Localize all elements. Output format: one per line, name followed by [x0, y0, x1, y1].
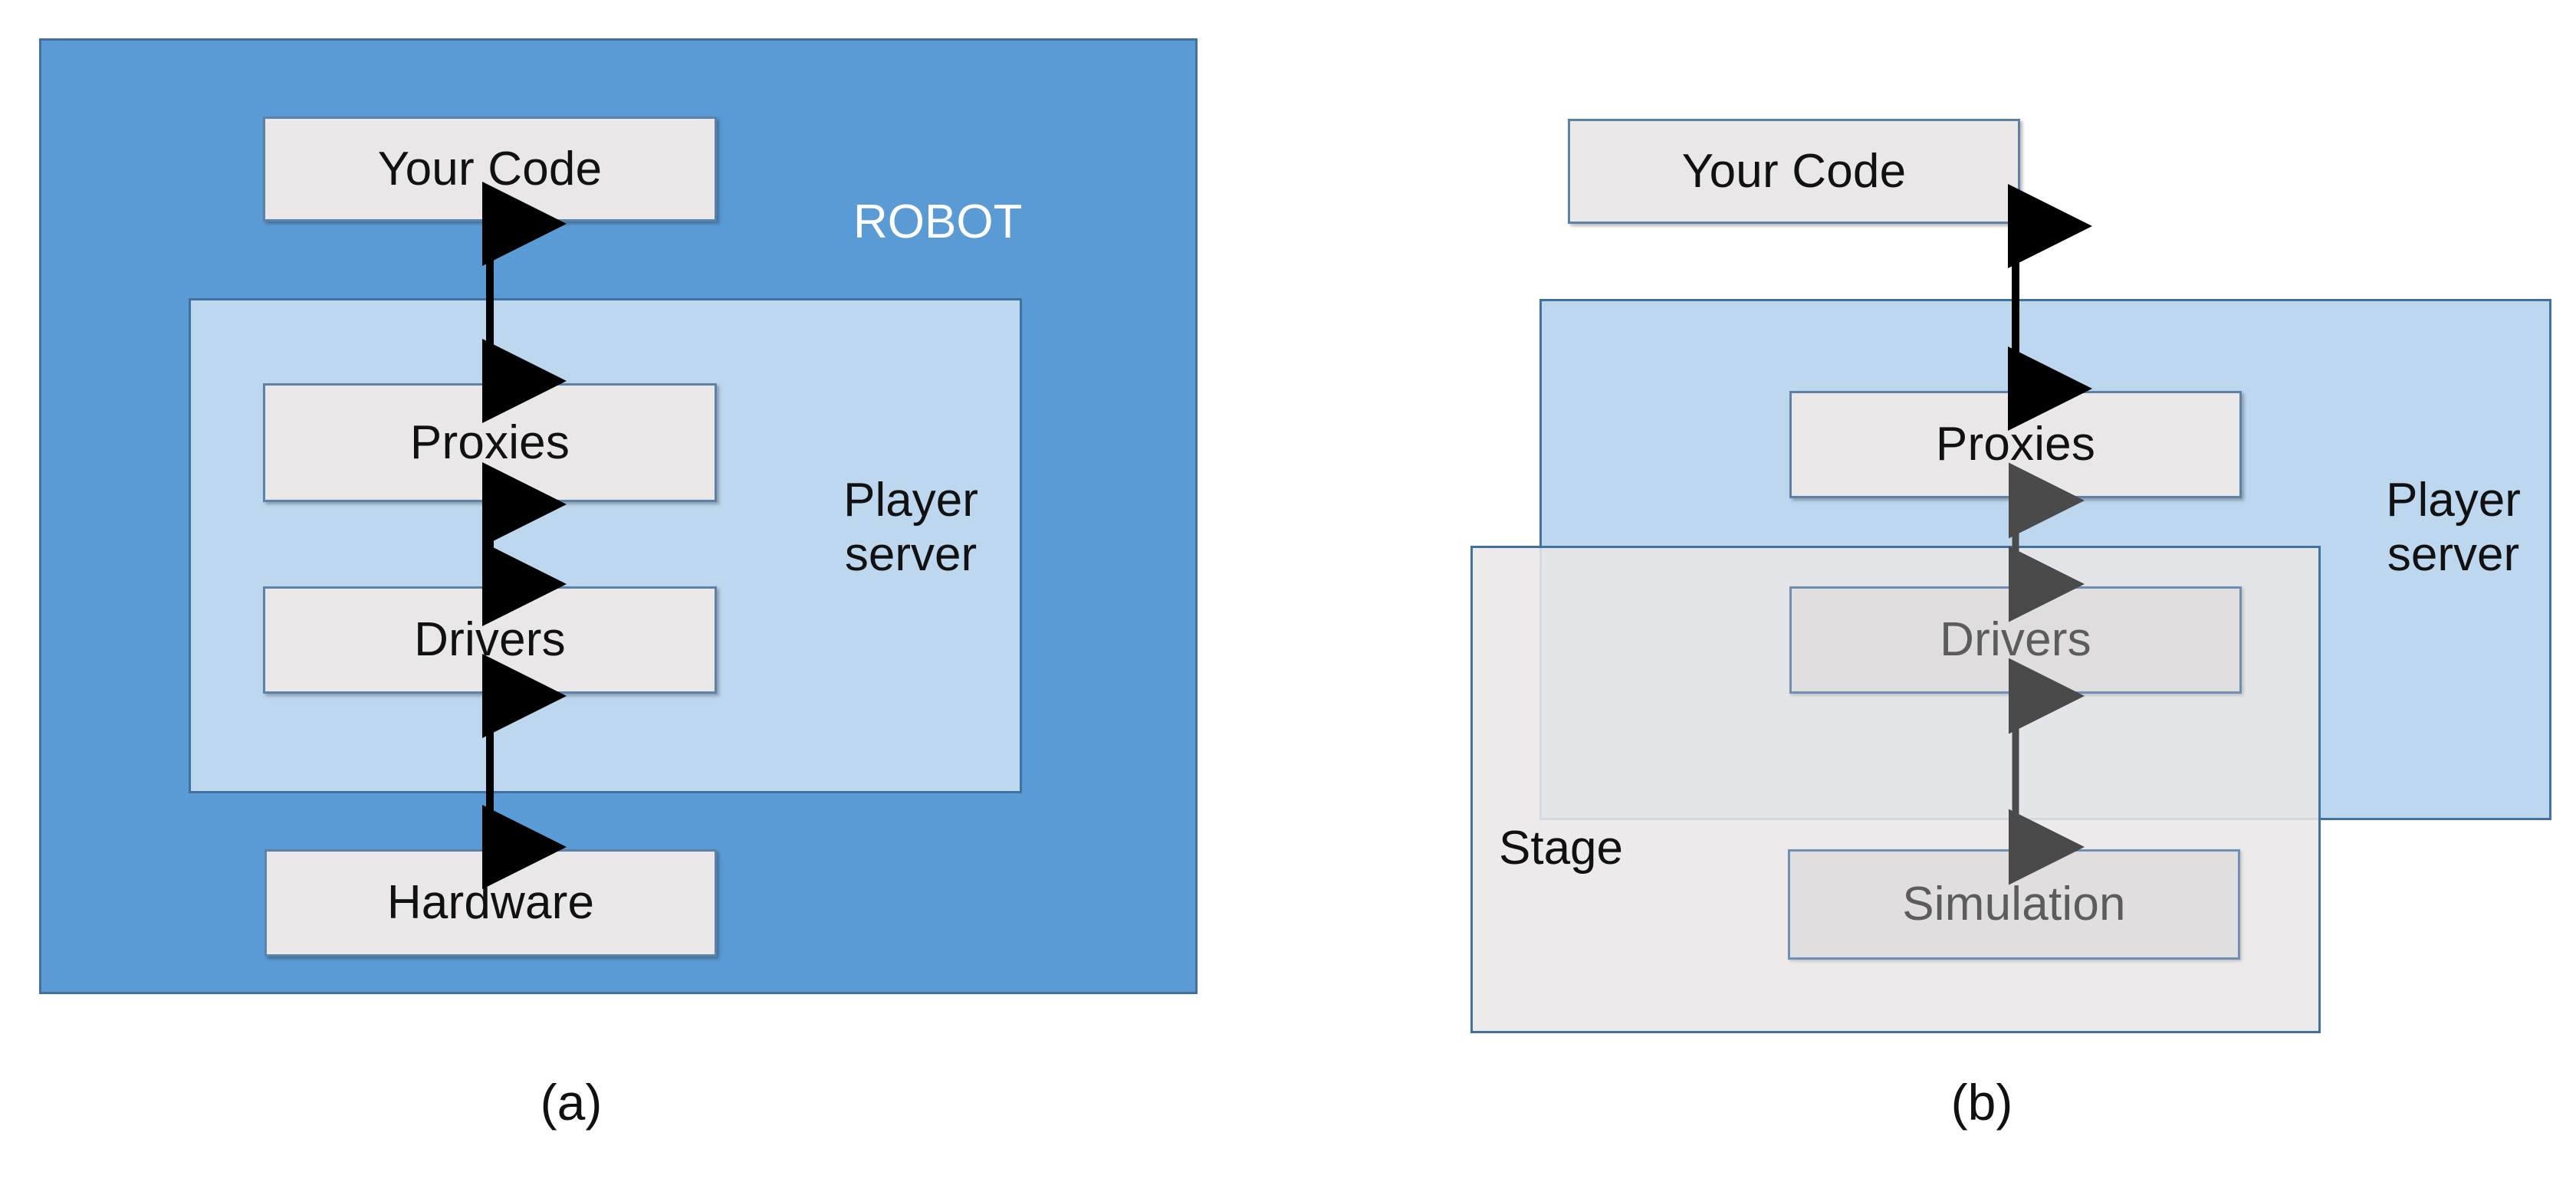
block-drivers-b[interactable]: Drivers [1789, 586, 2242, 694]
block-drivers-a[interactable]: Drivers [263, 586, 717, 694]
block-hardware-a[interactable]: Hardware [264, 849, 717, 957]
block-your-code-a[interactable]: Your Code [263, 117, 717, 222]
caption-a: (a) [540, 1074, 603, 1131]
robot-label: ROBOT [853, 195, 1023, 248]
player-server-label-b: Player server [2386, 474, 2521, 581]
block-proxies-a[interactable]: Proxies [263, 383, 717, 502]
player-server-label-a: Player server [843, 474, 978, 581]
block-your-code-b[interactable]: Your Code [1568, 119, 2020, 224]
block-proxies-b[interactable]: Proxies [1789, 391, 2242, 498]
caption-b: (b) [1950, 1074, 2013, 1131]
player-server-container-a [189, 298, 1022, 793]
stage-label: Stage [1499, 822, 1624, 875]
block-simulation-b[interactable]: Simulation [1788, 849, 2240, 960]
